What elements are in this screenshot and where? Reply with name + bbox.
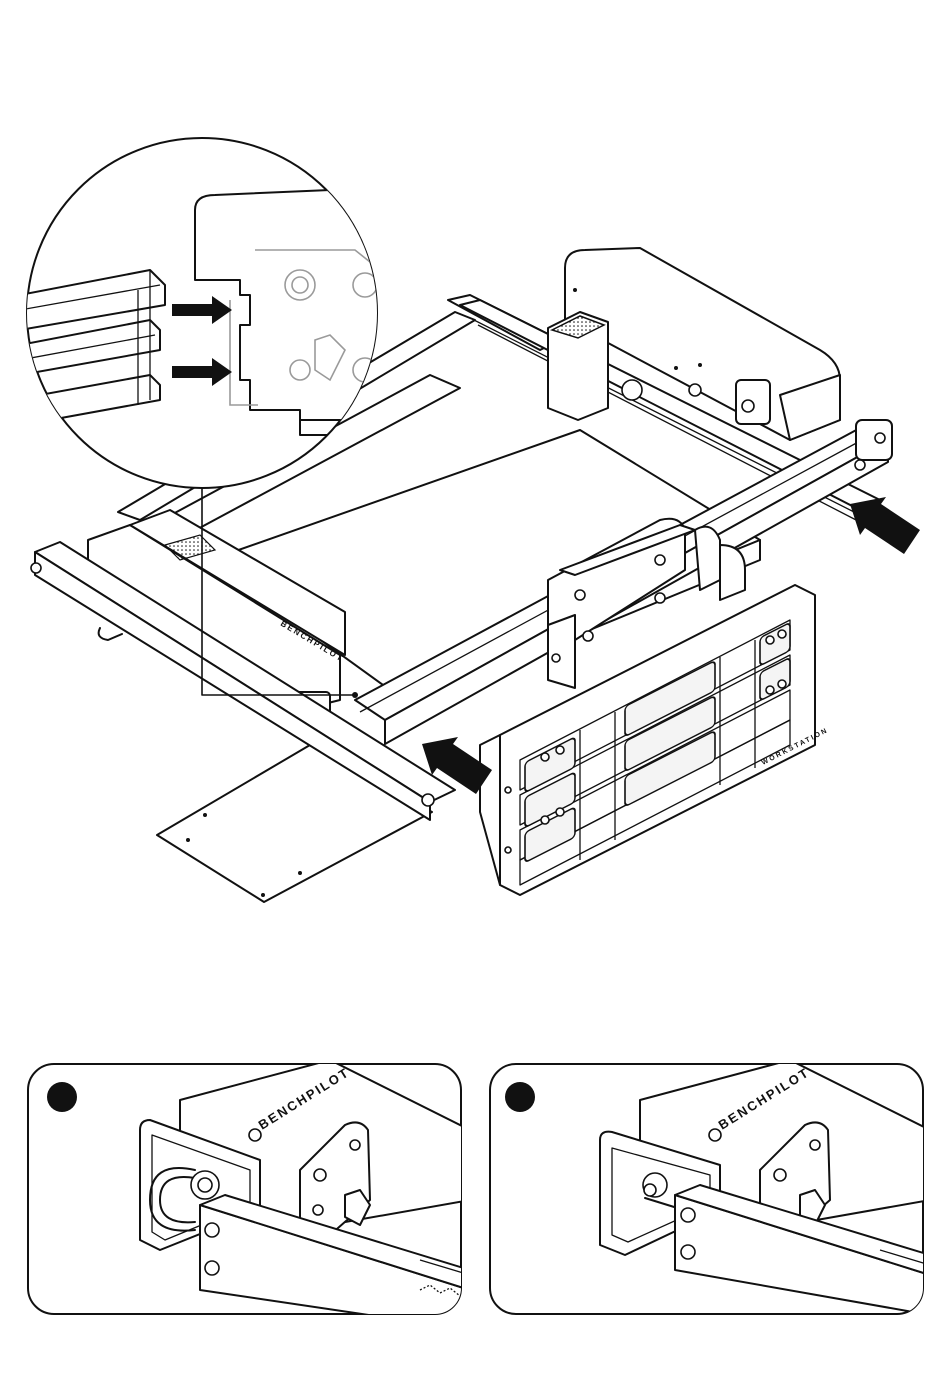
workstation-module-side <box>480 735 500 885</box>
gantry-end-right <box>856 420 892 460</box>
right-carriage-side <box>548 615 575 688</box>
step-2-marker <box>505 1082 535 1112</box>
right-carriage-bracket <box>720 545 745 600</box>
right-carriage-hook <box>695 527 720 590</box>
arrow-insert-rear-icon <box>850 497 920 554</box>
step-panel-2: BENCHPILOT <box>490 1060 930 1315</box>
belt-clip-left <box>99 628 122 640</box>
step-panel-1: BENCHPILOT <box>28 1060 470 1330</box>
zoom-callout <box>20 138 380 488</box>
step-1-marker <box>47 1082 77 1112</box>
